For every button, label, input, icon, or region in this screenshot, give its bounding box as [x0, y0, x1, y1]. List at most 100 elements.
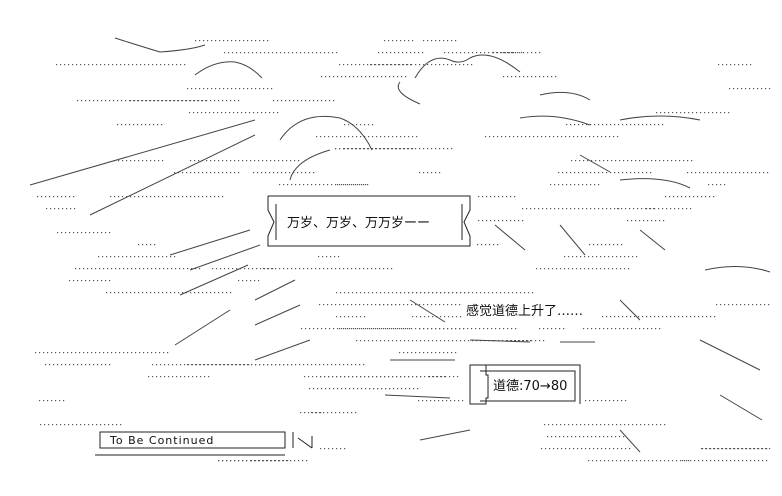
texture-dot [142, 256, 144, 258]
texture-dot [102, 256, 104, 258]
texture-dot [400, 376, 402, 378]
texture-dot [452, 52, 454, 54]
texture-dot [725, 448, 727, 450]
texture-dot [444, 376, 446, 378]
texture-dot [373, 76, 375, 78]
texture-dot [297, 172, 299, 174]
texture-dot [738, 460, 740, 462]
texture-dot [401, 76, 403, 78]
texture-dot [77, 364, 79, 366]
texture-dot [81, 100, 83, 102]
texture-dot [302, 460, 304, 462]
texture-dot [152, 376, 154, 378]
texture-dot [439, 40, 441, 42]
texture-dot [647, 160, 649, 162]
texture-dot [427, 304, 429, 306]
texture-dot [734, 460, 736, 462]
texture-dot [189, 100, 191, 102]
texture-dot [611, 328, 613, 330]
texture-dot [382, 64, 384, 66]
texture-dot [223, 40, 225, 42]
texture-dot [597, 244, 599, 246]
texture-dot [404, 148, 406, 150]
texture-dot [564, 424, 566, 426]
texture-dot [207, 88, 209, 90]
texture-dot [229, 112, 231, 114]
texture-dot [294, 460, 296, 462]
texture-dot [100, 424, 102, 426]
texture-dot [185, 100, 187, 102]
texture-dot [390, 64, 392, 66]
texture-dot [226, 172, 228, 174]
texture-dot [639, 220, 641, 222]
texture-dot [337, 76, 339, 78]
texture-dot [578, 184, 580, 186]
texture-dot [332, 136, 334, 138]
texture-dot [510, 220, 512, 222]
texture-dot [746, 460, 748, 462]
texture-dot [218, 172, 220, 174]
texture-dot [221, 112, 223, 114]
texture-dot [598, 184, 600, 186]
texture-dot [326, 256, 328, 258]
texture-dot [717, 448, 719, 450]
texture-dot [454, 400, 456, 402]
texture-dot [574, 172, 576, 174]
texture-dot [173, 100, 175, 102]
texture-dot [343, 328, 345, 330]
texture-dot [211, 364, 213, 366]
texture-dot [267, 88, 269, 90]
texture-dot [160, 364, 162, 366]
texture-dot [592, 424, 594, 426]
texture-dot [617, 208, 619, 210]
texture-dot [503, 76, 505, 78]
texture-dot [301, 100, 303, 102]
texture-dot [447, 328, 449, 330]
texture-dot [476, 292, 478, 294]
texture-dot [249, 112, 251, 114]
texture-dot [379, 148, 381, 150]
texture-dot [105, 100, 107, 102]
texture-dot [343, 184, 345, 186]
texture-dot [345, 76, 347, 78]
texture-dot [159, 352, 161, 354]
texture-dot [400, 148, 402, 150]
texture-dot [598, 124, 600, 126]
texture-dot [226, 100, 228, 102]
texture-dot [364, 124, 366, 126]
texture-dot [304, 412, 306, 414]
texture-dot [55, 352, 57, 354]
texture-dot [93, 280, 95, 282]
texture-dot [368, 148, 370, 150]
texture-dot [230, 172, 232, 174]
texture-dot [464, 52, 466, 54]
texture-dot [558, 172, 560, 174]
texture-dot [364, 316, 366, 318]
texture-dot [539, 76, 541, 78]
texture-dot [622, 124, 624, 126]
texture-dot [687, 172, 689, 174]
texture-dot [585, 448, 587, 450]
texture-dot [298, 460, 300, 462]
texture-dot [91, 268, 93, 270]
texture-dot [160, 64, 162, 66]
texture-dot [182, 196, 184, 198]
texture-dot [313, 328, 315, 330]
texture-dot [359, 64, 361, 66]
texture-dot [580, 424, 582, 426]
texture-dot [355, 148, 357, 150]
texture-dot [584, 424, 586, 426]
texture-dot [126, 292, 128, 294]
texture-dot [648, 460, 650, 462]
texture-dot [375, 328, 377, 330]
texture-dot [455, 304, 457, 306]
texture-dot [130, 160, 132, 162]
texture-dot [419, 304, 421, 306]
texture-dot [508, 292, 510, 294]
texture-dot [388, 376, 390, 378]
texture-dot [688, 460, 690, 462]
texture-dot [396, 376, 398, 378]
texture-dot [364, 148, 366, 150]
texture-dot [398, 52, 400, 54]
texture-dot [698, 460, 700, 462]
